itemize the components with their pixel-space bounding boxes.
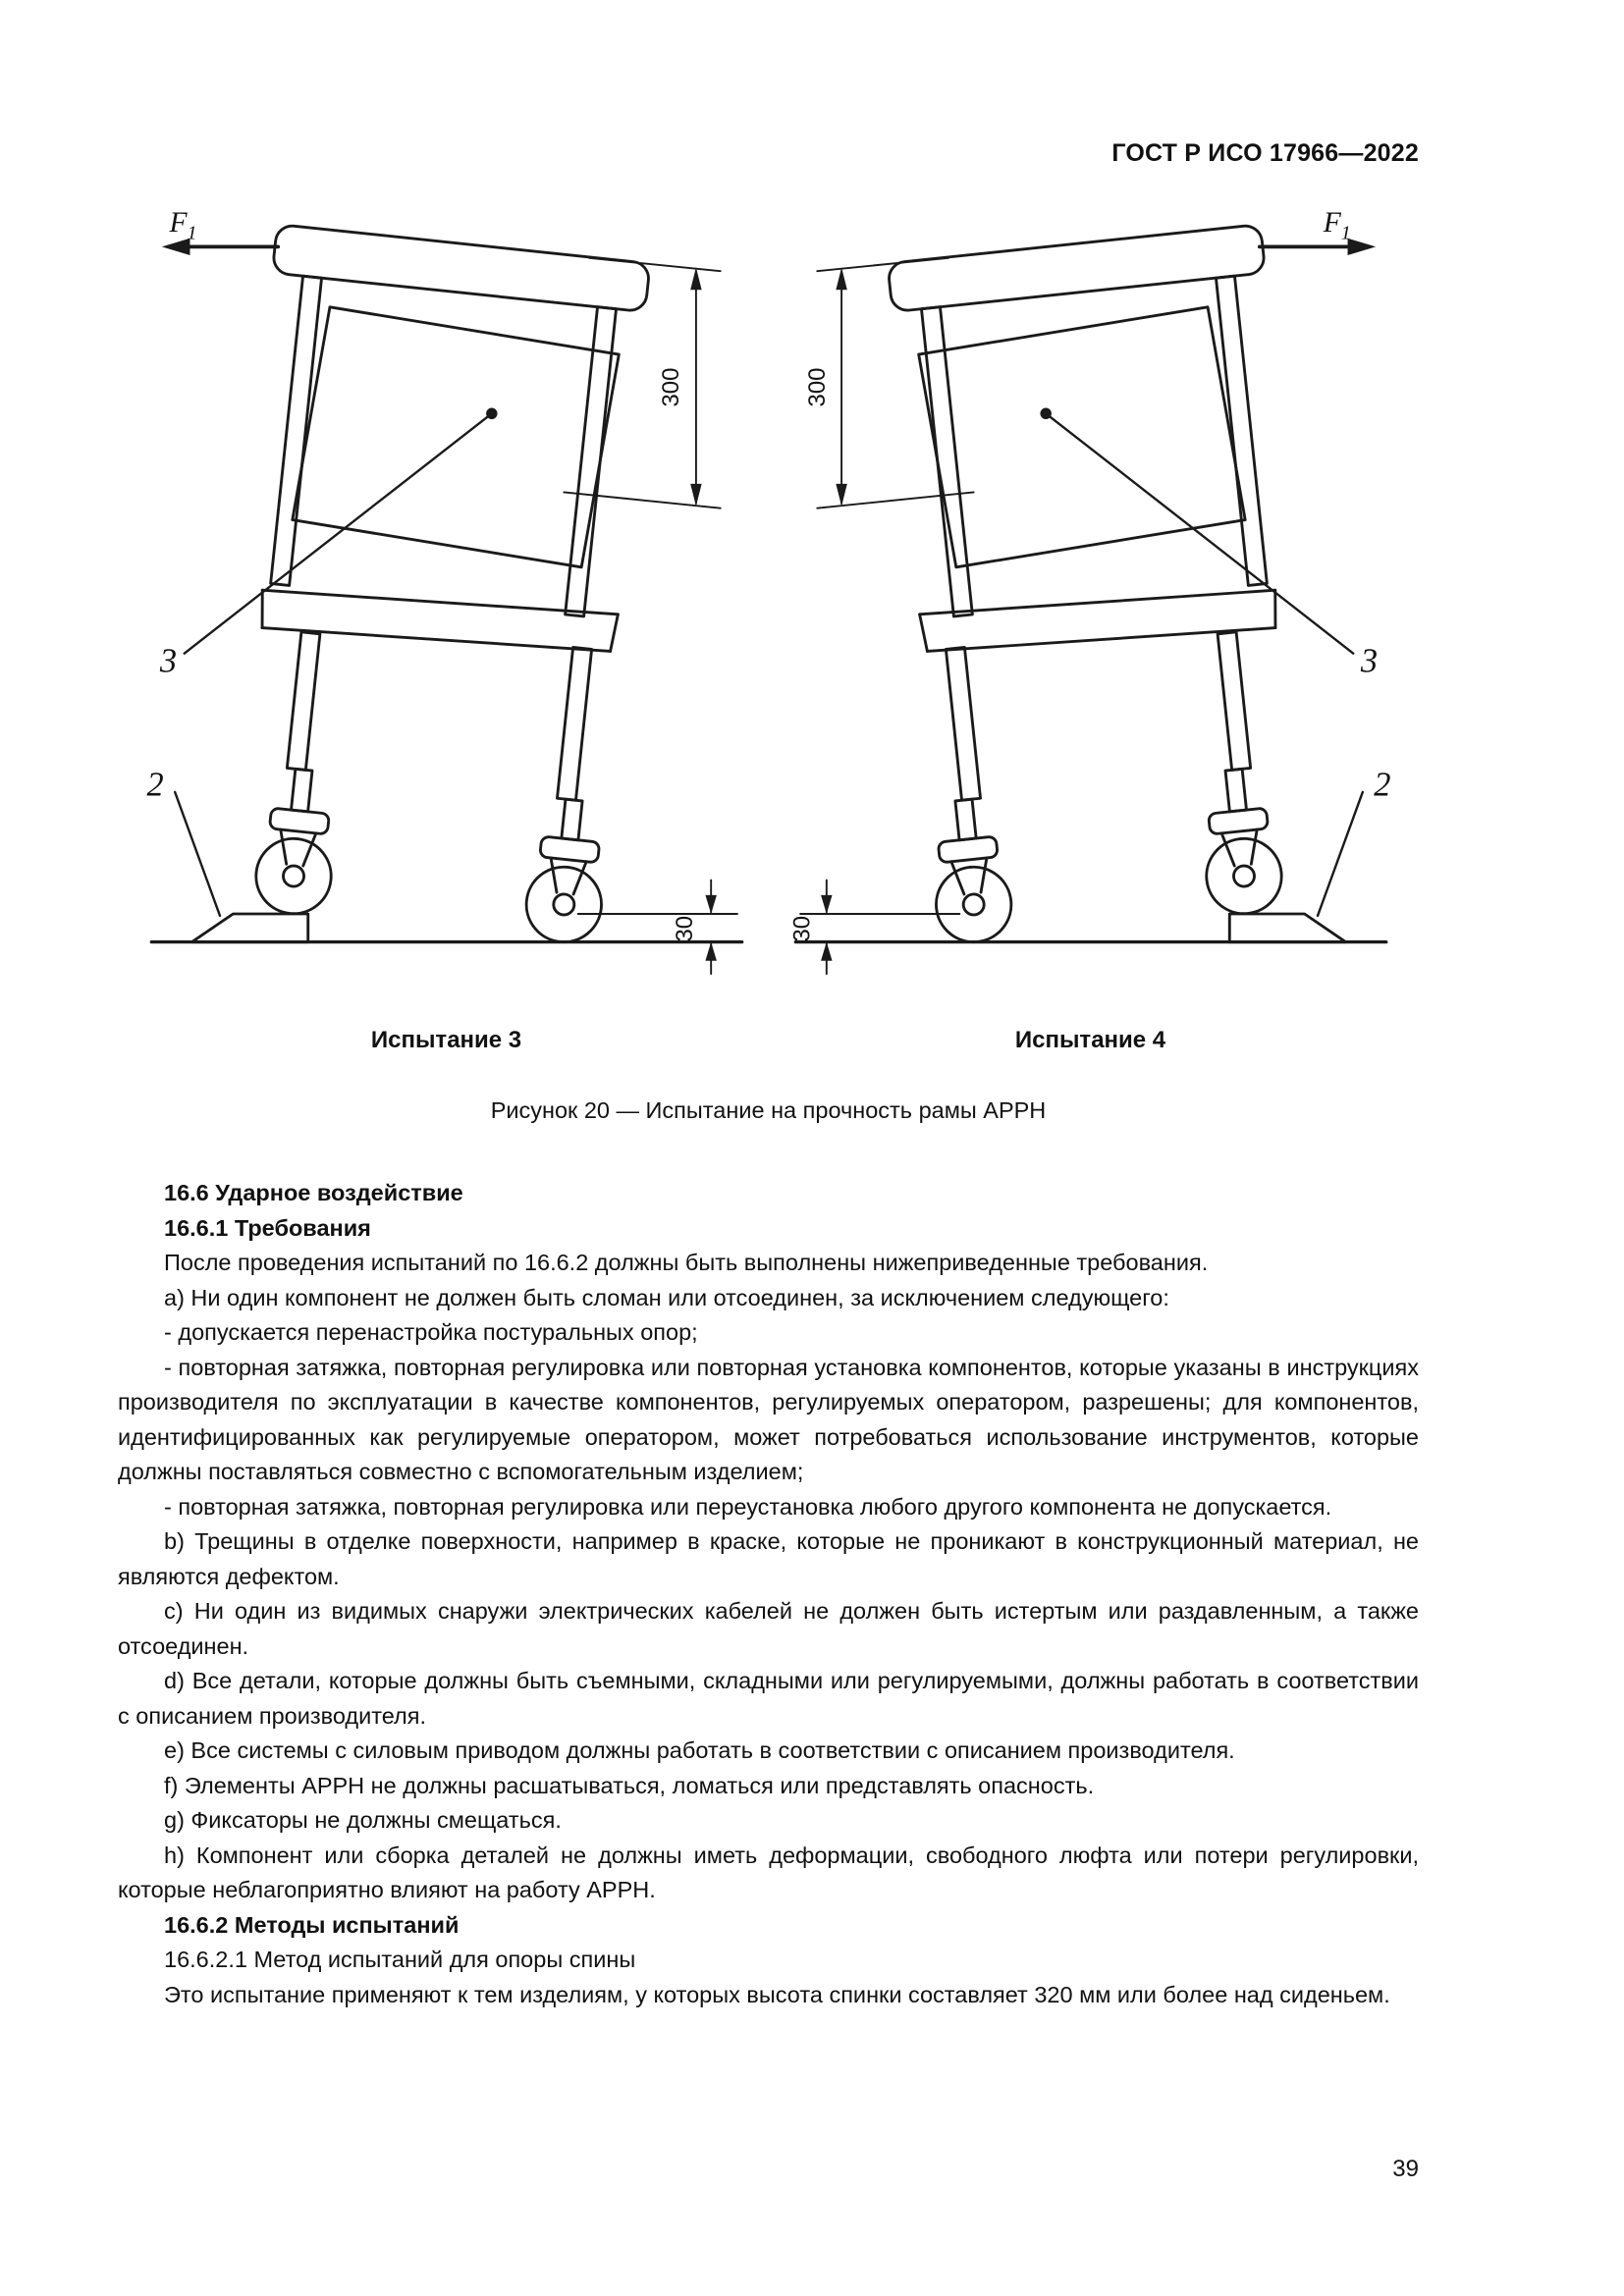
section-heading-16-6-1: 16.6.1 Требования: [164, 1214, 371, 1241]
force-label: F1: [1322, 207, 1350, 244]
callout-2-label: 2: [1374, 767, 1390, 804]
test-3-caption: Испытание 3: [370, 1027, 522, 1053]
list-item-h: h) Компонент или сборка деталей не должн…: [118, 1842, 1419, 1903]
test-3: 300 30 3 2 F1 Испытание 3: [137, 192, 756, 1054]
page-number: 39: [1392, 2156, 1419, 2182]
list-item-d: d) Все детали, которые должны быть съемн…: [118, 1668, 1419, 1729]
callout-3-label: 3: [1359, 643, 1377, 680]
list-item-g: g) Фиксаторы не должны смещаться.: [164, 1807, 562, 1833]
doc-code: ГОСТ Р ИСО 17966—2022: [1111, 139, 1419, 167]
list-subitem: - допускается перенастройка постуральных…: [164, 1319, 698, 1345]
figure-20: 300 30 3 2 F1 Испытание 3 300 30 3 2 F1 …: [118, 192, 1419, 1124]
list-item-c: c) Ни один из видимых снаружи электричес…: [118, 1598, 1419, 1659]
force-label: F1: [168, 207, 196, 244]
list-subitem: - повторная затяжка, повторная регулиров…: [118, 1354, 1419, 1485]
section-heading-16-6: 16.6 Ударное воздействие: [164, 1180, 463, 1205]
rollator-frame-art-mirrored: [792, 222, 1388, 976]
dimension-30-label: 30: [788, 916, 815, 942]
test-4-caption: Испытание 4: [1014, 1027, 1166, 1053]
test-4: 300 30 3 2 F1 Испытание 4: [782, 192, 1400, 1054]
callout-2-label: 2: [146, 767, 163, 804]
document-header: ГОСТ Р ИСО 17966—2022: [1111, 139, 1419, 168]
dimension-300-label: 300: [803, 368, 830, 407]
figure-caption: Рисунок 20 — Испытание на прочность рамы…: [490, 1097, 1047, 1123]
callout-3-label: 3: [158, 643, 176, 680]
subsection-title-16-6-2-1: 16.6.2.1 Метод испытаний для опоры спины: [164, 1947, 636, 1972]
paragraph: После проведения испытаний по 16.6.2 дол…: [164, 1250, 1209, 1275]
list-item-e: e) Все системы с силовым приводом должны…: [164, 1737, 1235, 1763]
list-item-f: f) Элементы APPH не должны расшатываться…: [164, 1772, 1095, 1798]
section-heading-16-6-2: 16.6.2 Методы испытаний: [164, 1911, 460, 1938]
paragraph: Это испытание применяют к тем изделиям, …: [164, 1981, 1390, 2007]
list-item-a: a) Ни один компонент не должен быть слом…: [164, 1284, 1169, 1310]
dimension-30-label: 30: [672, 916, 698, 942]
test-3-diagram: 300 30 3 2 F1: [146, 207, 744, 976]
rollator-frame-art: [148, 222, 744, 976]
list-item-b: b) Трещины в отделке поверхности, наприм…: [118, 1528, 1419, 1589]
figure-diagrams: 300 30 3 2 F1 Испытание 3 300 30 3 2 F1 …: [118, 192, 1419, 1054]
list-subitem: - повторная затяжка, повторная регулиров…: [164, 1493, 1332, 1520]
dimension-300-label: 300: [657, 368, 683, 407]
test-4-diagram: 300 30 3 2 F1: [788, 207, 1390, 976]
body-text: 16.6 Ударное воздействие 16.6.1 Требован…: [118, 1176, 1419, 2012]
